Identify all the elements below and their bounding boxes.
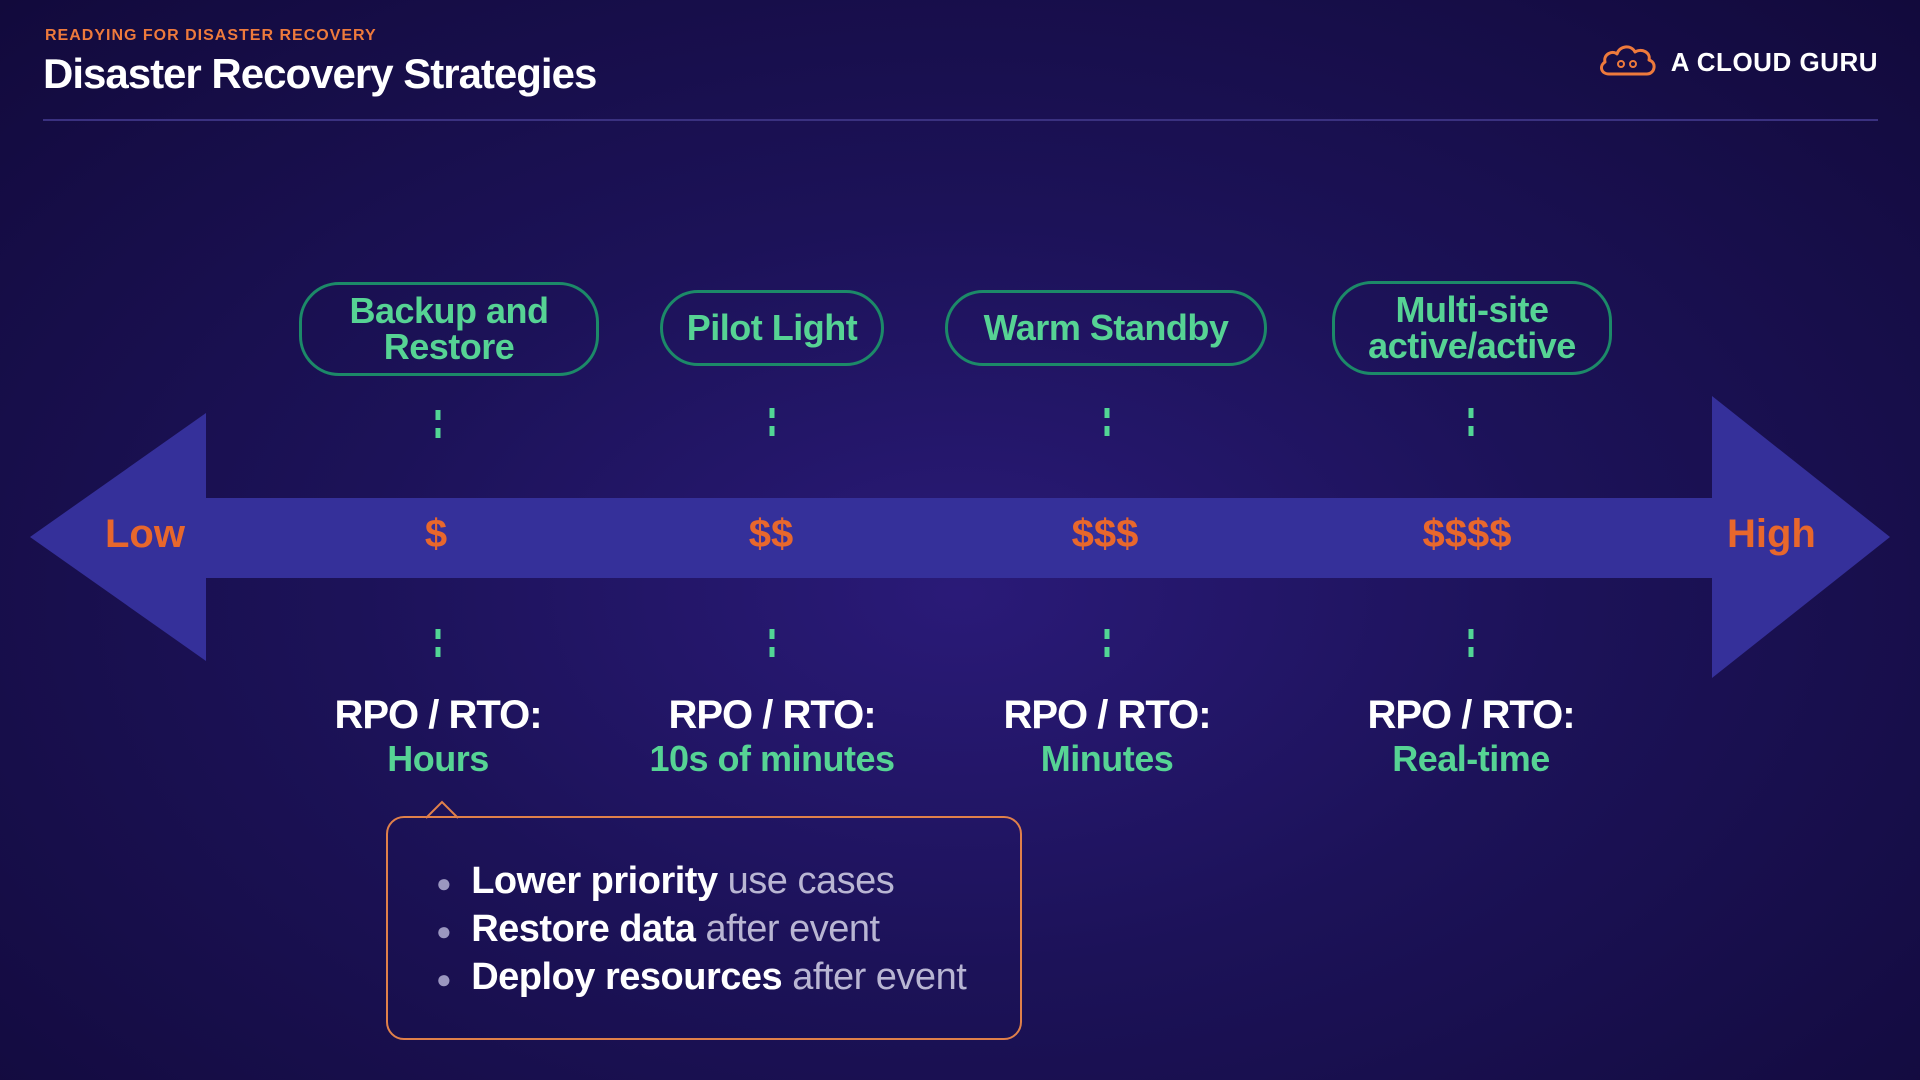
connector-tick	[1468, 629, 1474, 665]
section-eyebrow: READYING FOR DISASTER RECOVERY	[45, 27, 377, 44]
rpo-rto-label: RPO / RTO:	[1003, 693, 1211, 737]
header-divider	[43, 119, 1878, 121]
cloud-icon	[1597, 40, 1659, 85]
rpo-rto-value: Real-time	[1392, 738, 1550, 779]
callout-bullet-list: ● Lower priority use cases ● Restore data …	[436, 858, 967, 1002]
bullet-strong: Lower priority	[471, 860, 718, 902]
strategy-name-line1: Multi-site	[1395, 289, 1549, 330]
connector-tick	[1468, 408, 1474, 444]
rpo-rto-multi-site: RPO / RTO: Real-time	[1311, 692, 1631, 780]
brand-name: A CLOUD GURU	[1670, 47, 1878, 77]
connector-tick	[769, 629, 775, 665]
rpo-rto-warm-standby: RPO / RTO: Minutes	[947, 692, 1267, 780]
bullet-rest: use cases	[727, 860, 895, 902]
connector-tick	[769, 408, 775, 444]
connector-tick	[435, 410, 441, 446]
bullet-icon: ●	[436, 963, 452, 994]
brand-logo: A CLOUD GURU	[1597, 40, 1878, 85]
rpo-rto-backup-restore: RPO / RTO: Hours	[278, 692, 598, 780]
backup-restore-callout: ● Lower priority use cases ● Restore data …	[386, 816, 1022, 1040]
bullet-rest: after event	[792, 955, 967, 998]
cost-level: $$$	[1071, 512, 1139, 556]
rpo-rto-label: RPO / RTO:	[334, 693, 542, 737]
list-item: ● Lower priority use cases	[436, 858, 966, 906]
rpo-rto-value: Minutes	[1040, 738, 1174, 779]
axis-high-label: High	[1727, 512, 1816, 556]
list-item: ● Deploy resources after event	[436, 954, 967, 1002]
rpo-rto-label: RPO / RTO:	[668, 693, 876, 737]
strategy-backup-restore: Backup and Restore	[299, 282, 599, 376]
rpo-rto-value: 10s of minutes	[649, 738, 895, 779]
cost-level: $$	[748, 512, 794, 556]
callout-pointer	[425, 800, 459, 819]
strategy-warm-standby: Warm Standby	[945, 290, 1267, 366]
bullet-strong: Restore data	[471, 907, 696, 950]
strategy-multi-site: Multi-site active/active	[1332, 281, 1612, 375]
rpo-rto-value: Hours	[387, 738, 489, 779]
list-item: ● Restore data after event	[436, 906, 966, 954]
strategy-name-line1: Pilot Light	[686, 307, 858, 348]
bullet-rest: after event	[705, 907, 880, 950]
cost-level: $$$$	[1422, 512, 1512, 556]
axis-low-label: Low	[105, 512, 185, 556]
page-title: Disaster Recovery Strategies	[43, 50, 597, 97]
connector-tick	[435, 629, 441, 665]
cost-level: $	[424, 512, 448, 556]
connector-tick	[1104, 408, 1110, 444]
bullet-icon: ●	[436, 915, 452, 946]
bullet-strong: Deploy resources	[471, 955, 783, 998]
connector-tick	[1104, 629, 1110, 665]
rpo-rto-pilot-light: RPO / RTO: 10s of minutes	[612, 692, 932, 780]
bullet-icon: ●	[436, 867, 452, 898]
strategy-pilot-light: Pilot Light	[660, 290, 884, 366]
rpo-rto-label: RPO / RTO:	[1367, 693, 1575, 737]
strategy-name-line1: Backup and	[349, 290, 549, 331]
strategy-name-line2: Restore	[383, 326, 515, 367]
strategy-name-line2: active/active	[1368, 325, 1576, 366]
strategy-name-line1: Warm Standby	[983, 307, 1229, 348]
